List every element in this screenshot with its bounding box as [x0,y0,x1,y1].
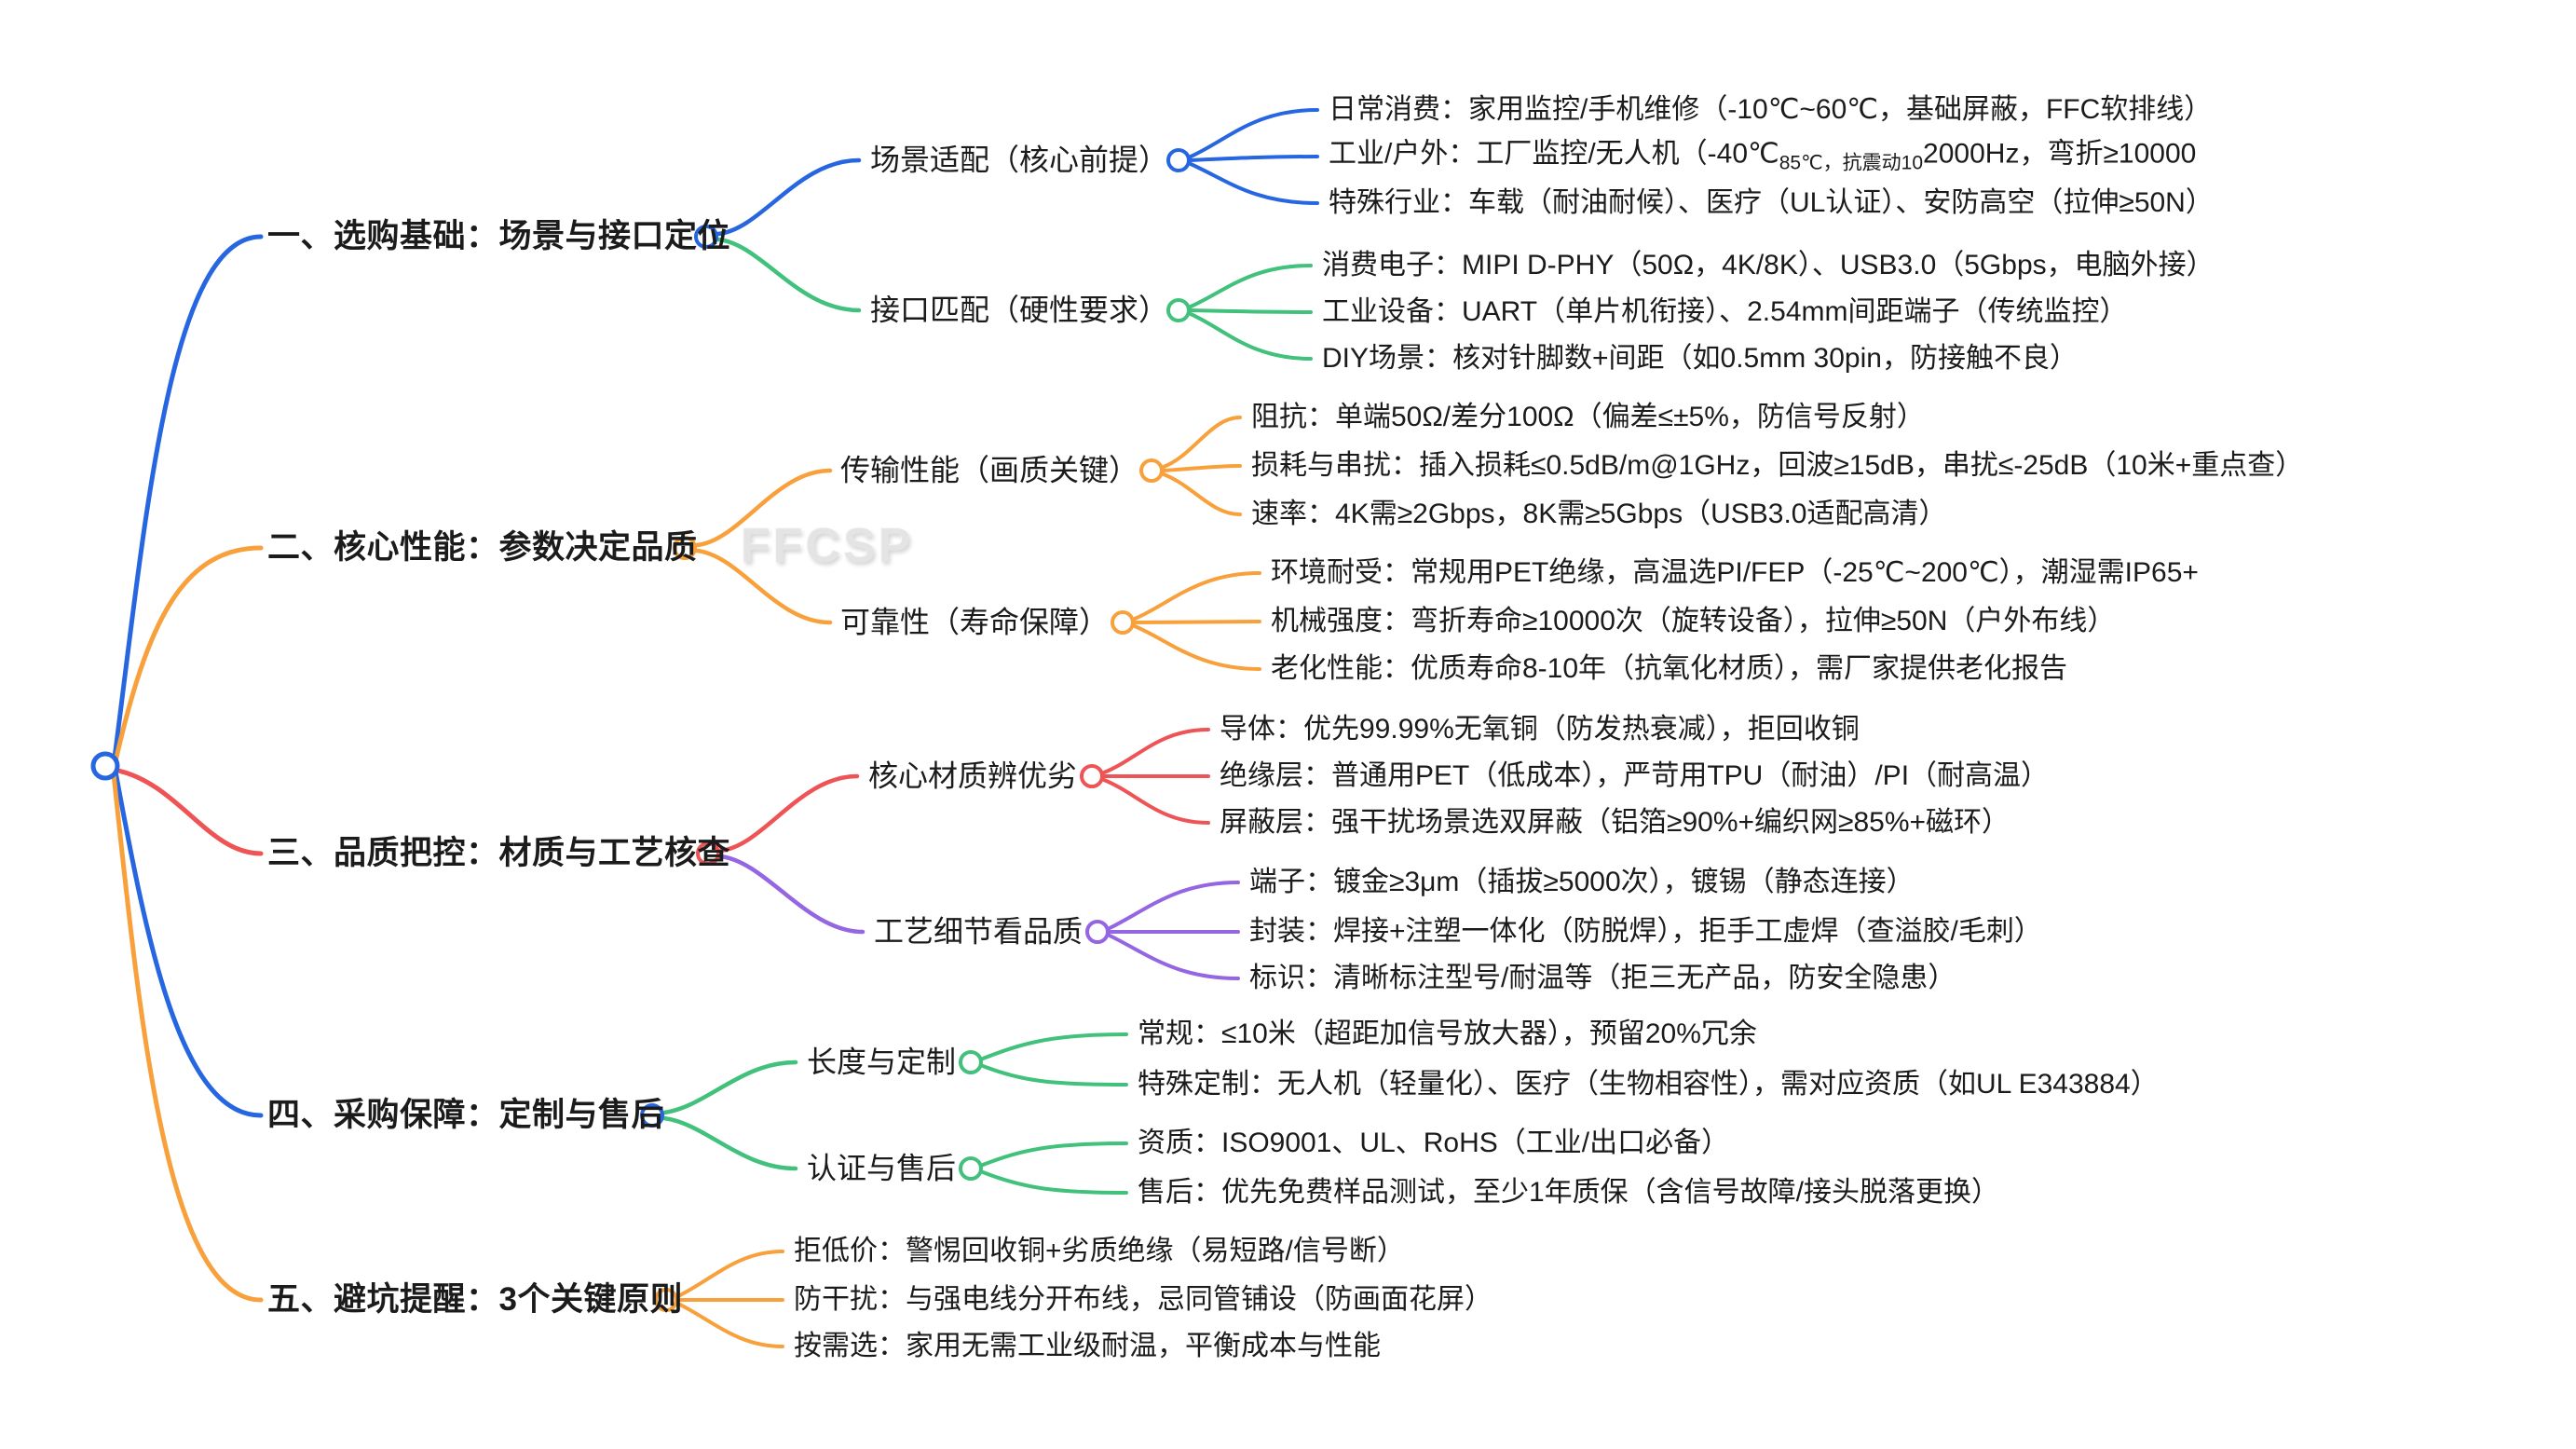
leaf-regular-length[interactable]: 常规：≤10米（超距加信号放大器），预留20%冗余 [1138,1018,1757,1049]
leaf-speed[interactable]: 速率：4K需≥2Gbps，8K需≥5Gbps（USB3.0适配高清） [1251,498,1947,529]
leaf-text-suffix: 2000Hz，弯折≥10000 [1923,138,2197,170]
connector-leaf [1133,624,1261,671]
connector-leaf [1102,728,1210,774]
connector-leaf [981,1064,1128,1087]
leaf-after-sales[interactable]: 售后：优先免费样品测试，至少1年质保（含信号故障/接头脱落更换） [1138,1176,2000,1208]
leaf-aging[interactable]: 老化性能：优质寿命8-10年（抗氧化材质），需厂家提供老化报告 [1271,652,2068,684]
leaf-environment[interactable]: 环境耐受：常规用PET绝缘，高温选PI/FEP（-25℃~200℃），潮湿需IP… [1271,556,2199,588]
connector-branch4-cert [661,1115,798,1171]
subtopic-craft[interactable]: 工艺细节看品质 [874,914,1084,949]
subtopic-material[interactable]: 核心材质辨优劣 [868,759,1078,793]
branch5-node-circle[interactable] [654,1288,678,1312]
leaf-reject-cheap[interactable]: 拒低价：警惕回收铜+劣质绝缘（易短路/信号断） [794,1235,1405,1266]
connector-branch3-material [717,773,860,854]
cert-node-circle[interactable] [959,1156,983,1181]
leaf-special-industry[interactable]: 特殊行业：车载（耐油耐候）、医疗（UL认证）、安防高空（拉伸≥50N） [1329,186,2214,218]
branch4-title[interactable]: 四、采购保障：定制与售后 [267,1096,665,1133]
leaf-choose-as-needed[interactable]: 按需选：家用无需工业级耐温，平衡成本与性能 [794,1330,1381,1361]
material-node-circle[interactable] [1080,764,1104,788]
branch2-title[interactable]: 二、核心性能：参数决定品质 [267,528,698,566]
connector-leaf [676,1302,784,1348]
leaf-text-subscript: 85℃，抗震动10 [1779,152,1924,174]
leaf-anti-interference[interactable]: 防干扰：与强电线分开布线，忌同管铺设（防画面花屏） [794,1283,1492,1315]
connector-leaf [1189,312,1313,361]
length-node-circle[interactable] [959,1050,983,1074]
root-node-circle[interactable] [90,751,120,781]
connector-leaf [1189,264,1313,308]
connector-leaf [1189,108,1319,158]
leaf-shielding[interactable]: 屏蔽层：强干扰场景选双屏蔽（铝箔≥90%+编织网≥85%+磁环） [1220,806,2010,838]
branch3-node-circle[interactable] [696,841,720,866]
connector-root-branch3 [116,768,264,856]
connector-leaf [1102,778,1210,825]
connector-leaf [1108,934,1240,980]
leaf-text-prefix: 工业/户外：工厂监控/无人机（-40℃ [1329,138,1779,170]
subtopic-cert[interactable]: 认证与售后 [807,1151,957,1185]
connector-leaf [981,1032,1128,1060]
connector-leaf [1162,416,1242,469]
connector-leaf [676,1250,784,1298]
connector-branch2-reliability [694,548,833,625]
connector-root-branch5 [111,772,264,1303]
watermark: FFCSP [741,519,914,573]
leaf-industrial-equipment[interactable]: 工业设备：UART（单片机衔接）、2.54mm间距端子（传统监控） [1322,295,2128,327]
branch1-node-circle[interactable] [694,225,718,249]
leaf-consumer-electronics[interactable]: 消费电子：MIPI D-PHY（50Ω，4K/8K）、USB3.0（5Gbps，… [1322,249,2215,280]
reliability-node-circle[interactable] [1111,610,1135,635]
connector-leaf [981,1141,1128,1167]
connector-leaf [1189,308,1313,314]
leaf-terminal[interactable]: 端子：镀金≥3μm（插拔≥5000次），镀锡（静态连接） [1249,866,1915,897]
branch3-title[interactable]: 三、品质把控：材质与工艺核查 [267,834,731,871]
connector-root-branch1 [112,234,264,760]
branch2-node-circle[interactable] [673,536,697,560]
leaf-diy-scene[interactable]: DIY场景：核对针脚数+间距（如0.5mm 30pin，防接触不良） [1322,342,2078,374]
leaf-insulation[interactable]: 绝缘层：普通用PET（低成本），严苛用TPU（耐油）/PI（耐高温） [1220,759,2050,791]
subtopic-reliability[interactable]: 可靠性（寿命保障） [840,605,1110,639]
branch4-node-circle[interactable] [640,1103,664,1128]
connector-branch1-scene [716,157,862,237]
connector-root-branch2 [113,545,264,764]
leaf-qualification[interactable]: 资质：ISO9001、UL、RoHS（工业/出口必备） [1138,1127,1730,1158]
scene-node-circle[interactable] [1166,148,1191,172]
craft-node-circle[interactable] [1085,920,1110,944]
connector-branch4-length [661,1059,798,1115]
connector-leaf [1162,464,1242,472]
connector-root-branch4 [113,769,264,1118]
subtopic-interface[interactable]: 接口匹配（硬性要求） [870,293,1169,327]
subtopic-scene[interactable]: 场景适配（核心前提） [870,143,1169,177]
connector-leaf [1189,155,1319,162]
connector-leaf [1108,881,1240,930]
leaf-packaging[interactable]: 封装：焊接+注塑一体化（防脱焊），拒手工虚焊（查溢胶/毛刺） [1249,915,2042,947]
connector-branch3-craft [717,854,865,935]
subtopic-transmission[interactable]: 传输性能（画质关键） [840,453,1139,487]
leaf-marking[interactable]: 标识：清晰标注型号/耐温等（拒三无产品，防安全隐患） [1249,962,1956,993]
leaf-loss-crosstalk[interactable]: 损耗与串扰：插入损耗≤0.5dB/m@1GHz，回波≥15dB，串扰≤-25dB… [1251,449,2304,481]
branch5-title[interactable]: 五、避坑提醒：3个关键原则 [267,1280,683,1318]
subtopic-length[interactable]: 长度与定制 [807,1045,957,1079]
leaf-mechanical[interactable]: 机械强度：弯折寿命≥10000次（旋转设备），拉伸≥50N（户外布线） [1271,605,2116,636]
connector-leaf [1162,472,1242,516]
branch1-title[interactable]: 一、选购基础：场景与接口定位 [267,217,731,254]
connector-branch2-transmission [694,468,833,548]
leaf-daily-consumer[interactable]: 日常消费：家用监控/手机维修（-10℃~60℃，基础屏蔽，FFC软排线） [1329,93,2213,125]
connector-leaf [1133,571,1261,621]
leaf-conductor[interactable]: 导体：优先99.99%无氧铜（防发热衰减），拒回收铜 [1220,713,1860,745]
connector-branch1-interface [716,237,862,313]
interface-node-circle[interactable] [1166,298,1191,322]
leaf-industrial-outdoor[interactable]: 工业/户外：工厂监控/无人机（-40℃85℃，抗震动102000Hz，弯折≥10… [1329,138,2196,174]
connector-leaf [981,1170,1128,1195]
leaf-custom[interactable]: 特殊定制：无人机（轻量化）、医疗（生物相容性），需对应资质（如UL E34388… [1138,1068,2159,1100]
leaf-impedance[interactable]: 阻抗：单端50Ω/差分100Ω（偏差≤±5%，防信号反射） [1251,401,1925,432]
transmission-node-circle[interactable] [1139,458,1164,483]
connector-leaf [1189,162,1319,205]
